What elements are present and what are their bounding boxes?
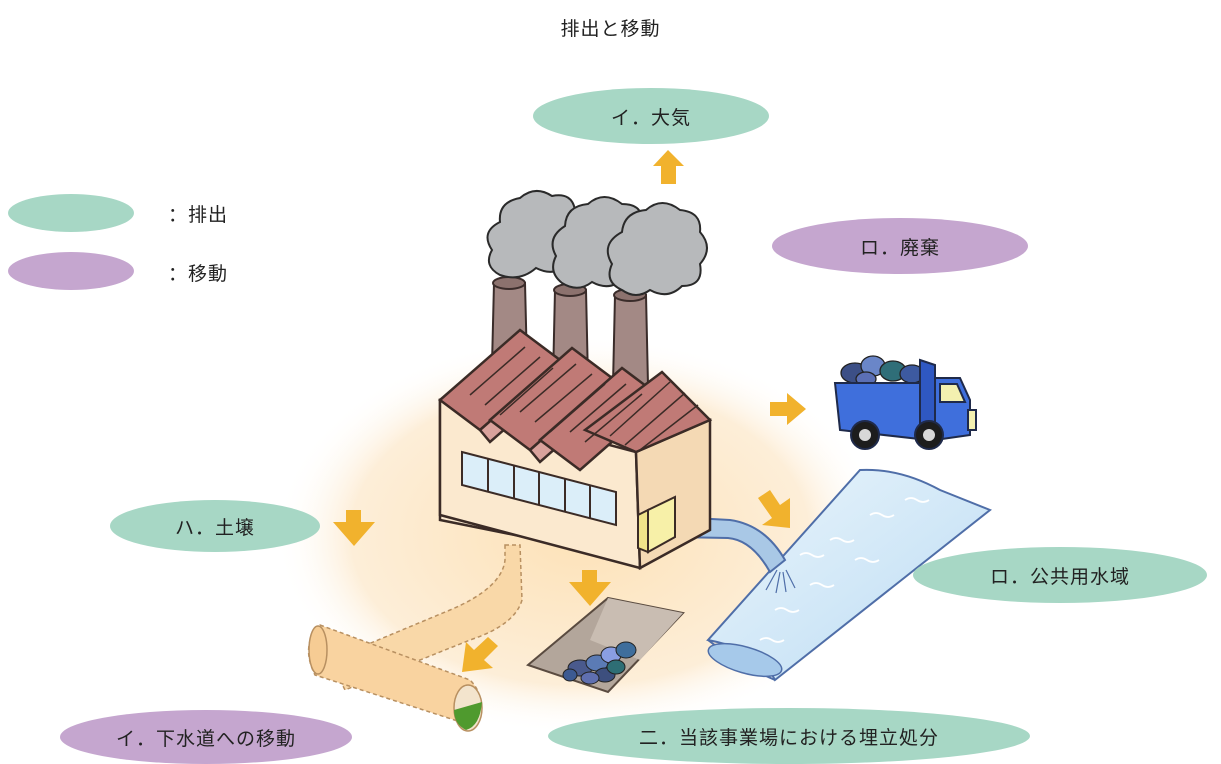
legend-release-label: ：排出	[168, 204, 229, 226]
landfill-pit	[525, 596, 685, 694]
factory-building	[438, 328, 713, 571]
legend-transfer-swatch	[8, 252, 134, 290]
arrow-to-sewer	[462, 637, 498, 672]
dump-truck	[833, 355, 977, 450]
arrow-to-water	[758, 490, 790, 528]
label-soil: ハ．土壌	[110, 500, 320, 552]
label-waste: ロ．廃棄	[772, 218, 1028, 274]
river	[706, 468, 992, 682]
label-sewer: イ．下水道への移動	[60, 710, 352, 764]
label-water: ロ．公共用水域	[913, 547, 1207, 603]
label-landfill: 二．当該事業場における埋立処分	[548, 708, 1030, 764]
label-air: イ．大気	[533, 88, 769, 144]
arrow-to-waste	[770, 393, 806, 425]
arrow-to-air	[653, 150, 684, 184]
sewer-pipe	[307, 544, 523, 732]
legend-transfer-label: ：移動	[168, 263, 229, 285]
page-title: 排出と移動	[560, 18, 661, 40]
smoke-clouds	[486, 190, 708, 296]
arrow-to-landfill	[569, 570, 611, 606]
flow-arrows	[333, 150, 806, 672]
arrow-to-soil	[333, 510, 375, 546]
legend-release-swatch	[8, 194, 134, 232]
